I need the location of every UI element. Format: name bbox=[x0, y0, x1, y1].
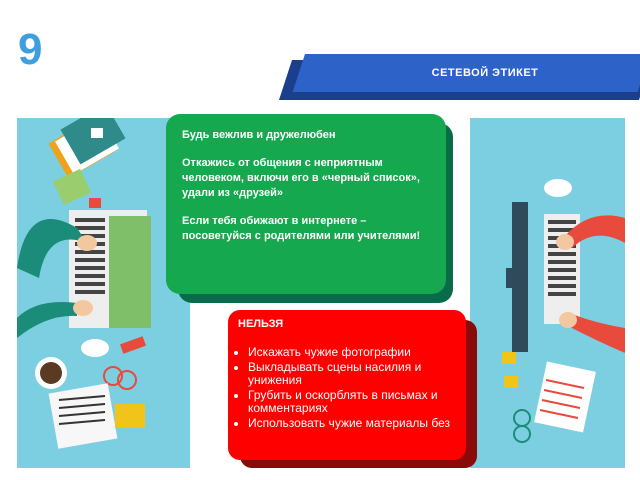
glasses-icon bbox=[103, 366, 137, 390]
books-icon bbox=[48, 103, 126, 179]
usb-icon bbox=[120, 336, 146, 354]
rule-text: Откажись от общения с неприятным человек… bbox=[182, 157, 420, 199]
list-item: Выкладывать сцены насилия и унижения bbox=[248, 361, 463, 387]
workspace-illustration-left bbox=[17, 103, 151, 449]
rule-text: Будь вежлив и дружелюбен bbox=[182, 129, 336, 141]
mouse-icon bbox=[81, 339, 109, 357]
list-item: Грубить и оскорблять в письмах и коммент… bbox=[248, 389, 463, 415]
sticky-note-icon bbox=[115, 404, 145, 428]
mouse-icon bbox=[544, 179, 572, 197]
rules-card: Будь вежлив и дружелюбен Откажись от общ… bbox=[166, 114, 446, 294]
glasses-icon bbox=[513, 409, 531, 443]
list-item: Использовать чужие материалы без bbox=[248, 417, 463, 430]
rule-text: Если тебя обижают в интернете – посовету… bbox=[182, 215, 421, 242]
right-desk-illustration bbox=[470, 118, 625, 468]
phone-icon bbox=[52, 168, 92, 206]
forbidden-title: НЕЛЬЗЯ bbox=[238, 318, 284, 330]
left-desk-illustration bbox=[17, 103, 190, 468]
arm-icon bbox=[565, 215, 625, 248]
sticky-note-icon bbox=[89, 198, 101, 208]
forbidden-card: НЕЛЬЗЯ Искажать чужие фотографии Выклады… bbox=[228, 310, 466, 460]
arm-icon bbox=[17, 219, 87, 278]
list-item: Искажать чужие фотографии bbox=[248, 346, 463, 359]
page-title: СЕТЕВОЙ ЭТИКЕТ bbox=[431, 67, 539, 79]
slide-number: 9 bbox=[18, 25, 43, 74]
monitor-icon bbox=[512, 202, 528, 352]
forbidden-list: Искажать чужие фотографии Выкладывать сц… bbox=[234, 346, 463, 432]
workspace-illustration-right bbox=[502, 179, 625, 443]
sticky-note-icon bbox=[502, 352, 516, 364]
document-icon bbox=[48, 383, 118, 449]
notebook-icon bbox=[534, 361, 596, 433]
